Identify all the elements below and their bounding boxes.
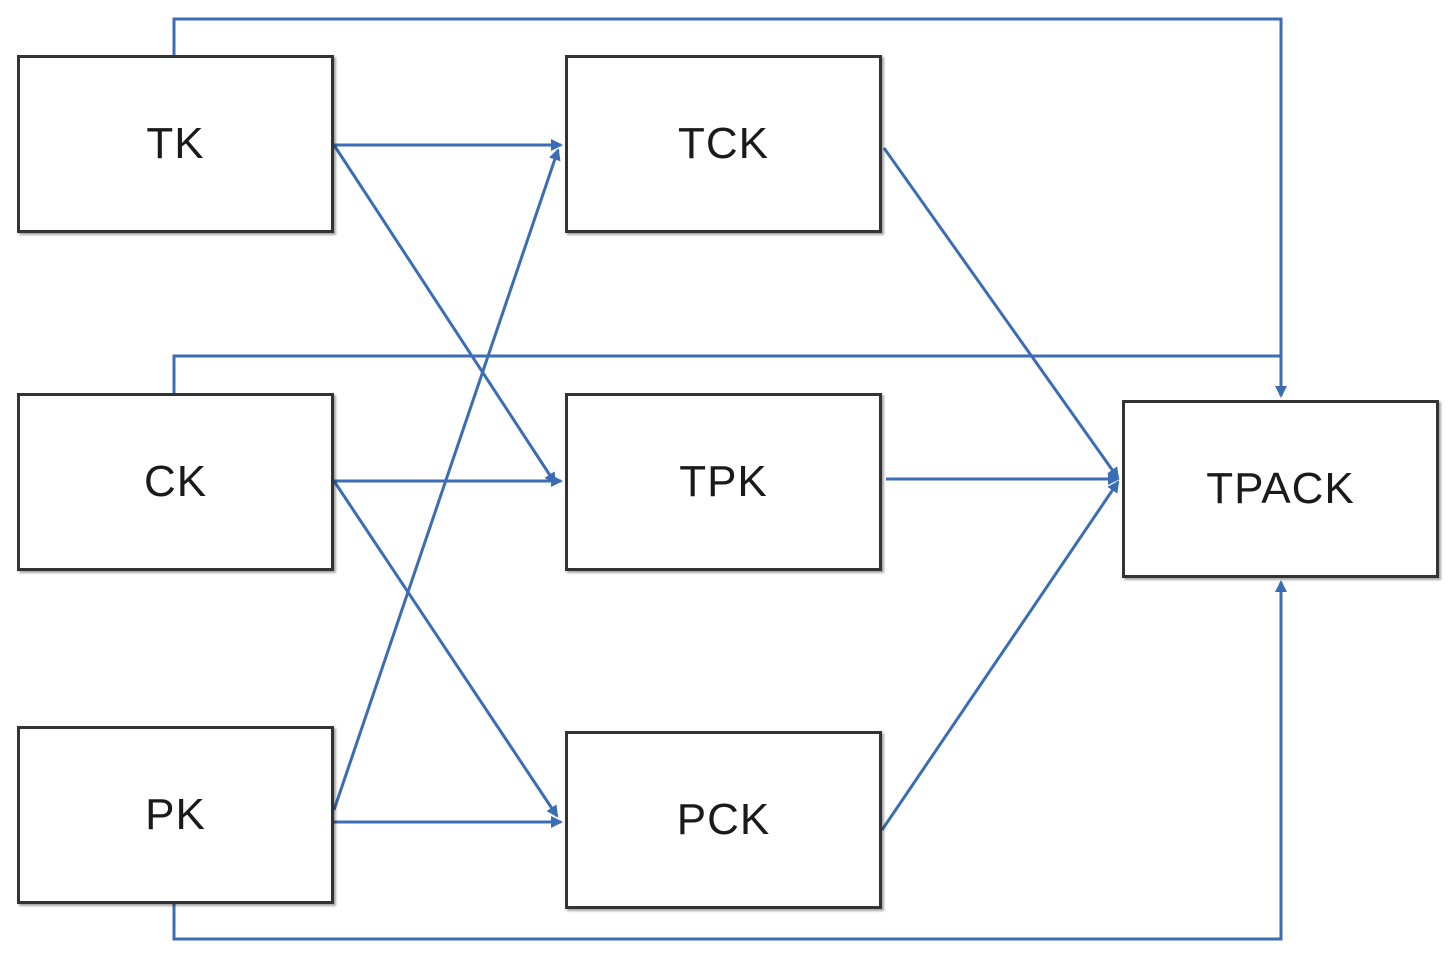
node-tpack: TPACK <box>1122 400 1439 578</box>
node-ck: CK <box>17 393 334 571</box>
node-tpk-label: TPK <box>679 457 768 506</box>
node-tk-label: TK <box>146 119 205 168</box>
edge-ck-to-tpack <box>172 354 1281 393</box>
node-tpack-label: TPACK <box>1206 464 1355 513</box>
edge-tk-to-tpk <box>332 144 557 485</box>
edge-tk-to-tpack <box>172 17 1287 398</box>
node-tck: TCK <box>565 55 882 233</box>
node-pk: PK <box>17 726 334 904</box>
node-pk-label: PK <box>145 790 206 839</box>
node-ck-label: CK <box>143 457 208 506</box>
node-pck-label: PCK <box>676 795 771 844</box>
edge-pck-to-tpack <box>880 480 1120 831</box>
node-pck: PCK <box>565 731 882 909</box>
node-tck-label: TCK <box>678 119 769 168</box>
node-tk: TK <box>17 55 334 233</box>
edge-ck-to-pck <box>332 480 559 818</box>
node-tpk: TPK <box>565 393 882 571</box>
edge-pk-to-tpack <box>172 580 1287 941</box>
edge-pk-to-tck <box>332 148 561 811</box>
edge-tck-to-tpack <box>882 147 1120 480</box>
